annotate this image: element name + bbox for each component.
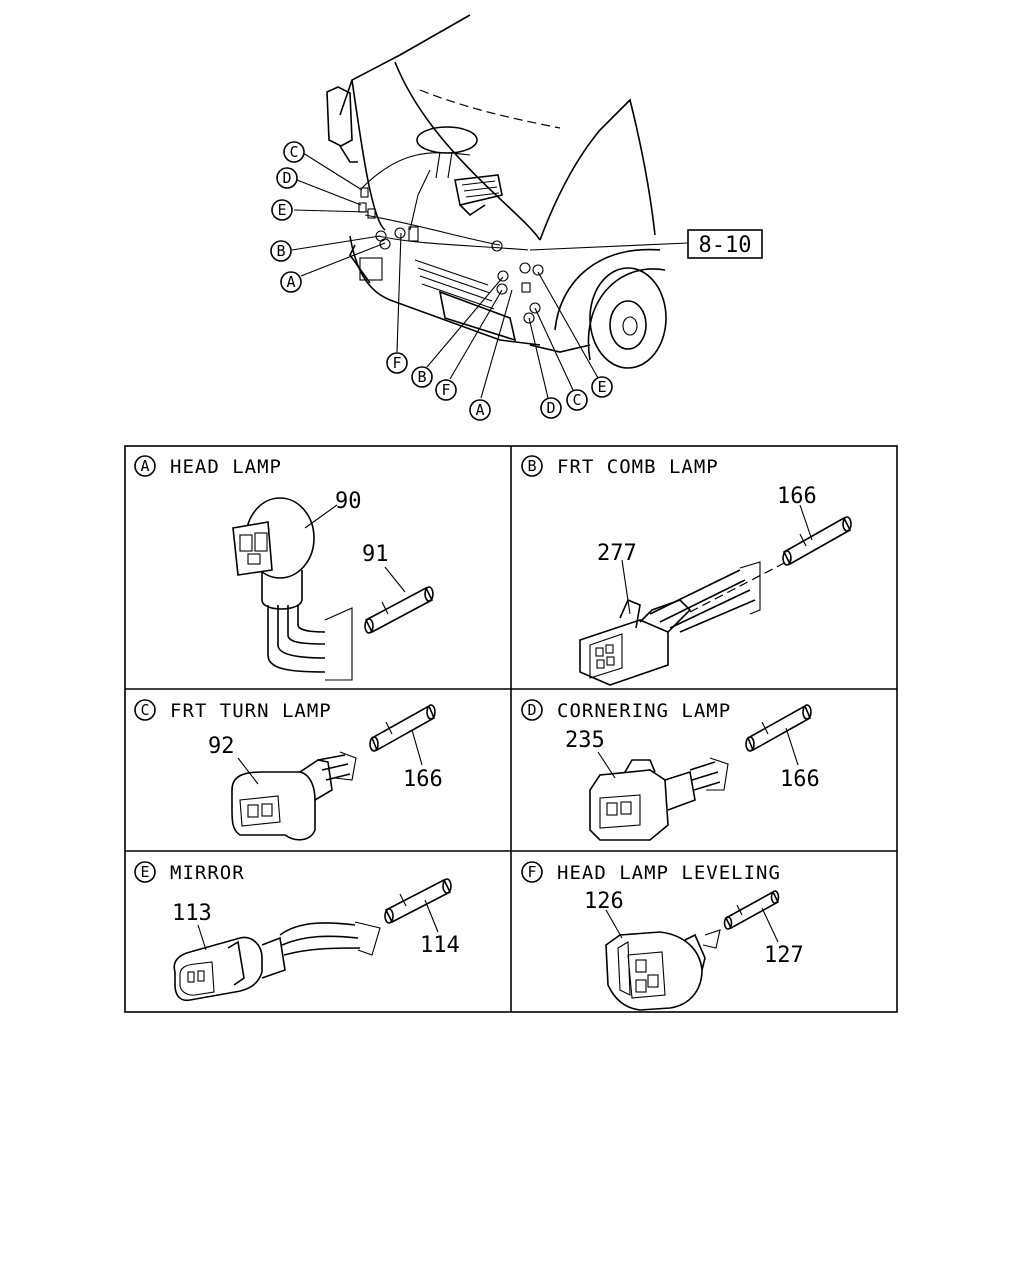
- truck-overview: [291, 14, 689, 399]
- overview-callout: D: [276, 167, 298, 189]
- panel-title: FRT TURN LAMP: [170, 700, 332, 722]
- overview-callout: E: [591, 376, 613, 398]
- callout-letter: E: [277, 201, 286, 219]
- panel-letter: A: [140, 457, 149, 475]
- panel-letter: E: [140, 863, 149, 881]
- panel-title: CORNERING LAMP: [557, 700, 731, 722]
- part-number: 114: [420, 933, 460, 958]
- overview-callout: A: [469, 399, 491, 421]
- panel-grid: [124, 445, 898, 1013]
- connector-126: [605, 929, 721, 1011]
- part-number: 166: [403, 767, 443, 792]
- overview-callout: F: [386, 352, 408, 374]
- part-number: 126: [584, 889, 624, 914]
- reference-label: 8-10: [699, 233, 752, 258]
- overview-callout: F: [435, 379, 457, 401]
- callout-letter: E: [597, 378, 606, 396]
- callout-letter: C: [572, 391, 581, 409]
- panel-letter: B: [527, 457, 536, 475]
- callout-letter: F: [441, 381, 450, 399]
- panel-title: MIRROR: [170, 862, 245, 884]
- callout-letter: A: [475, 401, 484, 419]
- callout-letter: F: [392, 354, 401, 372]
- reference-box: 8-10: [687, 229, 763, 259]
- terminal-127: [723, 890, 780, 930]
- connector-235: [589, 757, 729, 841]
- part-number: 166: [777, 484, 817, 509]
- connector-92: [231, 751, 357, 841]
- part-number: 166: [780, 767, 820, 792]
- overview-callout: B: [270, 240, 292, 262]
- terminal-166: [369, 704, 436, 752]
- callout-letter: D: [546, 399, 555, 417]
- part-number: 113: [172, 901, 212, 926]
- terminal-166: [782, 516, 852, 566]
- part-number: 277: [597, 541, 637, 566]
- panel-letter: F: [527, 863, 536, 881]
- panel-frt-turn-lamp: C FRT TURN LAMP 92 166: [134, 699, 443, 841]
- terminal-91: [364, 586, 434, 634]
- panel-letter: C: [140, 701, 149, 719]
- overview-callout: C: [283, 141, 305, 163]
- callout-letter: A: [286, 273, 295, 291]
- panel-title: HEAD LAMP LEVELING: [557, 862, 781, 884]
- overview-callout: C: [566, 389, 588, 411]
- overview-callout: D: [540, 397, 562, 419]
- panel-head-lamp: A HEAD LAMP 90 91: [134, 455, 434, 681]
- part-number: 127: [764, 943, 804, 968]
- terminal-166: [745, 704, 812, 752]
- connector-277: [579, 559, 791, 686]
- callout-letter: C: [289, 143, 298, 161]
- connector-113: [173, 921, 381, 1002]
- part-number: 90: [335, 489, 362, 514]
- callout-letter: B: [417, 368, 426, 386]
- overview-callout: A: [280, 271, 302, 293]
- part-number: 92: [208, 734, 235, 759]
- part-number: 235: [565, 728, 605, 753]
- overview-callout: B: [411, 366, 433, 388]
- overview-callout: E: [271, 199, 293, 221]
- panel-title: HEAD LAMP: [170, 456, 282, 478]
- panel-frt-comb-lamp: B FRT COMB LAMP 277 166: [521, 455, 852, 686]
- callout-letter: B: [276, 242, 285, 260]
- panel-cornering-lamp: D CORNERING LAMP 235 166: [521, 699, 820, 841]
- panel-head-lamp-leveling: F HEAD LAMP LEVELING 126 127: [521, 861, 804, 1011]
- panel-title: FRT COMB LAMP: [557, 456, 719, 478]
- terminal-114: [384, 878, 452, 924]
- connector-90: [232, 497, 353, 681]
- panel-mirror: E MIRROR 113 114: [134, 861, 460, 1002]
- panel-letter: D: [527, 701, 536, 719]
- callout-letter: D: [282, 169, 291, 187]
- part-number: 91: [362, 542, 389, 567]
